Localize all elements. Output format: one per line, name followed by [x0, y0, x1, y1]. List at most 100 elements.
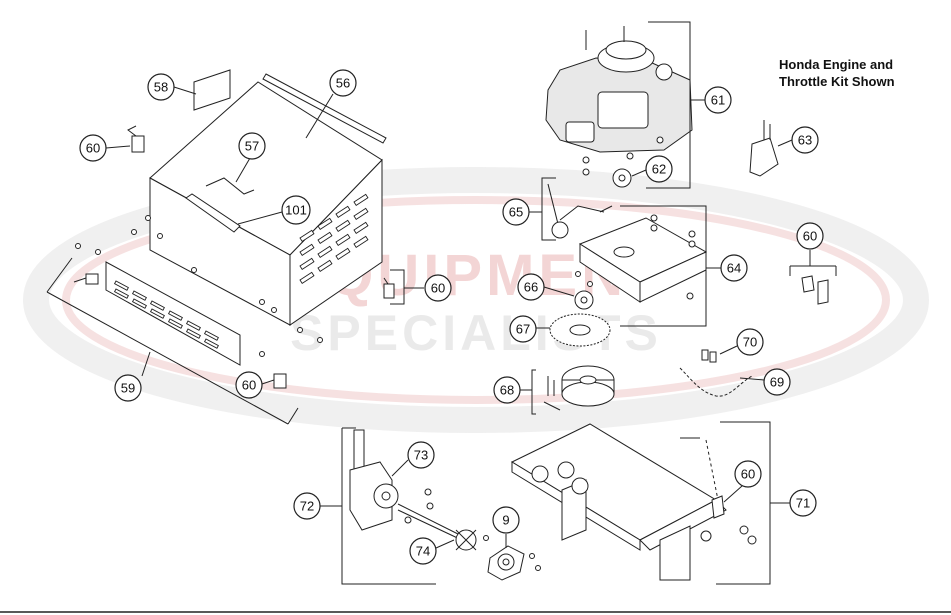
svg-text:61: 61 [711, 93, 725, 108]
front-panel-slots [113, 280, 219, 349]
leader-62 [631, 169, 647, 177]
bracket-64 [620, 205, 722, 327]
svg-text:9: 9 [502, 513, 509, 528]
drive-chain [679, 367, 753, 397]
leader-73 [391, 459, 409, 477]
svg-text:62: 62 [652, 162, 666, 177]
callout-58[interactable]: 58 [147, 73, 175, 101]
leader-60e [723, 485, 743, 503]
svg-text:60: 60 [741, 467, 755, 482]
callout-70[interactable]: 70 [736, 328, 764, 356]
leader-69 [739, 377, 765, 381]
throttle-linkage [547, 183, 613, 239]
callout-9[interactable]: 9 [492, 506, 520, 534]
latch-front-bottom [273, 373, 287, 389]
engine-pulley [612, 168, 632, 188]
electric-clutch [543, 365, 615, 411]
svg-text:68: 68 [500, 383, 514, 398]
cover-handle [205, 177, 255, 195]
leader-58 [173, 86, 197, 95]
callout-64[interactable]: 64 [720, 254, 748, 282]
callout-65[interactable]: 65 [502, 198, 530, 226]
bracket-68 [520, 369, 536, 415]
callout-72[interactable]: 72 [293, 492, 321, 520]
svg-text:71: 71 [796, 496, 810, 511]
kit-title-line1: Honda Engine and [779, 57, 893, 72]
callouts: 58 56 60 57 101 60 59 60 61 62 63 65 64 … [79, 69, 824, 565]
callout-61[interactable]: 61 [704, 86, 732, 114]
svg-text:60: 60 [86, 141, 100, 156]
bracket-60d [789, 250, 837, 276]
bracket-72 [341, 427, 436, 585]
callout-74[interactable]: 74 [409, 537, 437, 565]
leader-74 [435, 539, 455, 549]
latch-left-top [127, 125, 145, 153]
large-sprocket [549, 313, 611, 347]
callout-60-latch-right[interactable]: 60 [796, 222, 824, 250]
label-plate [193, 69, 231, 111]
callout-66[interactable]: 66 [517, 273, 545, 301]
callout-63[interactable]: 63 [791, 126, 819, 154]
leader-60c [261, 379, 275, 385]
leader-57 [235, 157, 251, 183]
svg-text:67: 67 [516, 322, 530, 337]
callout-59[interactable]: 59 [114, 374, 142, 402]
leader-66 [543, 286, 575, 297]
callout-69[interactable]: 69 [763, 368, 791, 396]
leader-59 [141, 351, 151, 377]
flange-bearing [483, 535, 541, 581]
svg-text:72: 72 [300, 499, 314, 514]
cover-vent-slots [299, 193, 369, 284]
svg-text:74: 74 [416, 544, 430, 559]
callout-71[interactable]: 71 [789, 489, 817, 517]
engine-mount-plate [578, 214, 708, 303]
svg-text:58: 58 [154, 80, 168, 95]
support-bar [185, 193, 241, 233]
callout-67[interactable]: 67 [509, 315, 537, 343]
svg-text:63: 63 [798, 133, 812, 148]
leader-60a [105, 145, 131, 149]
leader-56 [305, 93, 334, 139]
svg-text:56: 56 [336, 76, 350, 91]
main-frame [510, 423, 757, 581]
kit-title-line2: Throttle Kit Shown [779, 74, 895, 89]
latch-right-side [383, 277, 395, 299]
bracket-71 [716, 421, 790, 585]
throttle-kit [749, 120, 779, 177]
svg-text:73: 73 [414, 448, 428, 463]
watermark-swoosh-inner [62, 196, 890, 404]
callout-60-latch-side[interactable]: 60 [424, 274, 452, 302]
bracket-65 [528, 177, 556, 241]
svg-text:66: 66 [524, 280, 538, 295]
chain-link [701, 349, 717, 363]
callout-62[interactable]: 62 [645, 155, 673, 183]
bracket-60b [390, 269, 424, 305]
leader-63 [777, 139, 793, 147]
svg-text:64: 64 [727, 261, 741, 276]
small-sprocket [574, 271, 594, 310]
callout-60-latch-frame[interactable]: 60 [734, 460, 762, 488]
latch-frame [711, 495, 725, 519]
latch-front-left [73, 273, 99, 285]
svg-text:57: 57 [245, 139, 259, 154]
latch-right [801, 275, 829, 305]
callout-60-latch-bottom[interactable]: 60 [235, 371, 263, 399]
callout-56[interactable]: 56 [329, 69, 357, 97]
leader-101 [237, 211, 283, 225]
svg-text:60: 60 [803, 229, 817, 244]
callout-73[interactable]: 73 [407, 441, 435, 469]
callout-101[interactable]: 101 [281, 195, 311, 225]
leader-70 [719, 345, 738, 355]
svg-text:69: 69 [770, 375, 784, 390]
svg-text:65: 65 [509, 205, 523, 220]
hopper-hardware [75, 215, 323, 357]
svg-text:60: 60 [242, 378, 256, 393]
callout-60-latch-top[interactable]: 60 [79, 134, 107, 162]
watermark-swoosh-outer [23, 167, 929, 433]
svg-text:70: 70 [743, 335, 757, 350]
hopper-cover-front [149, 177, 291, 326]
callout-57[interactable]: 57 [238, 132, 266, 160]
callout-68[interactable]: 68 [493, 376, 521, 404]
bracket-61 [646, 21, 706, 189]
